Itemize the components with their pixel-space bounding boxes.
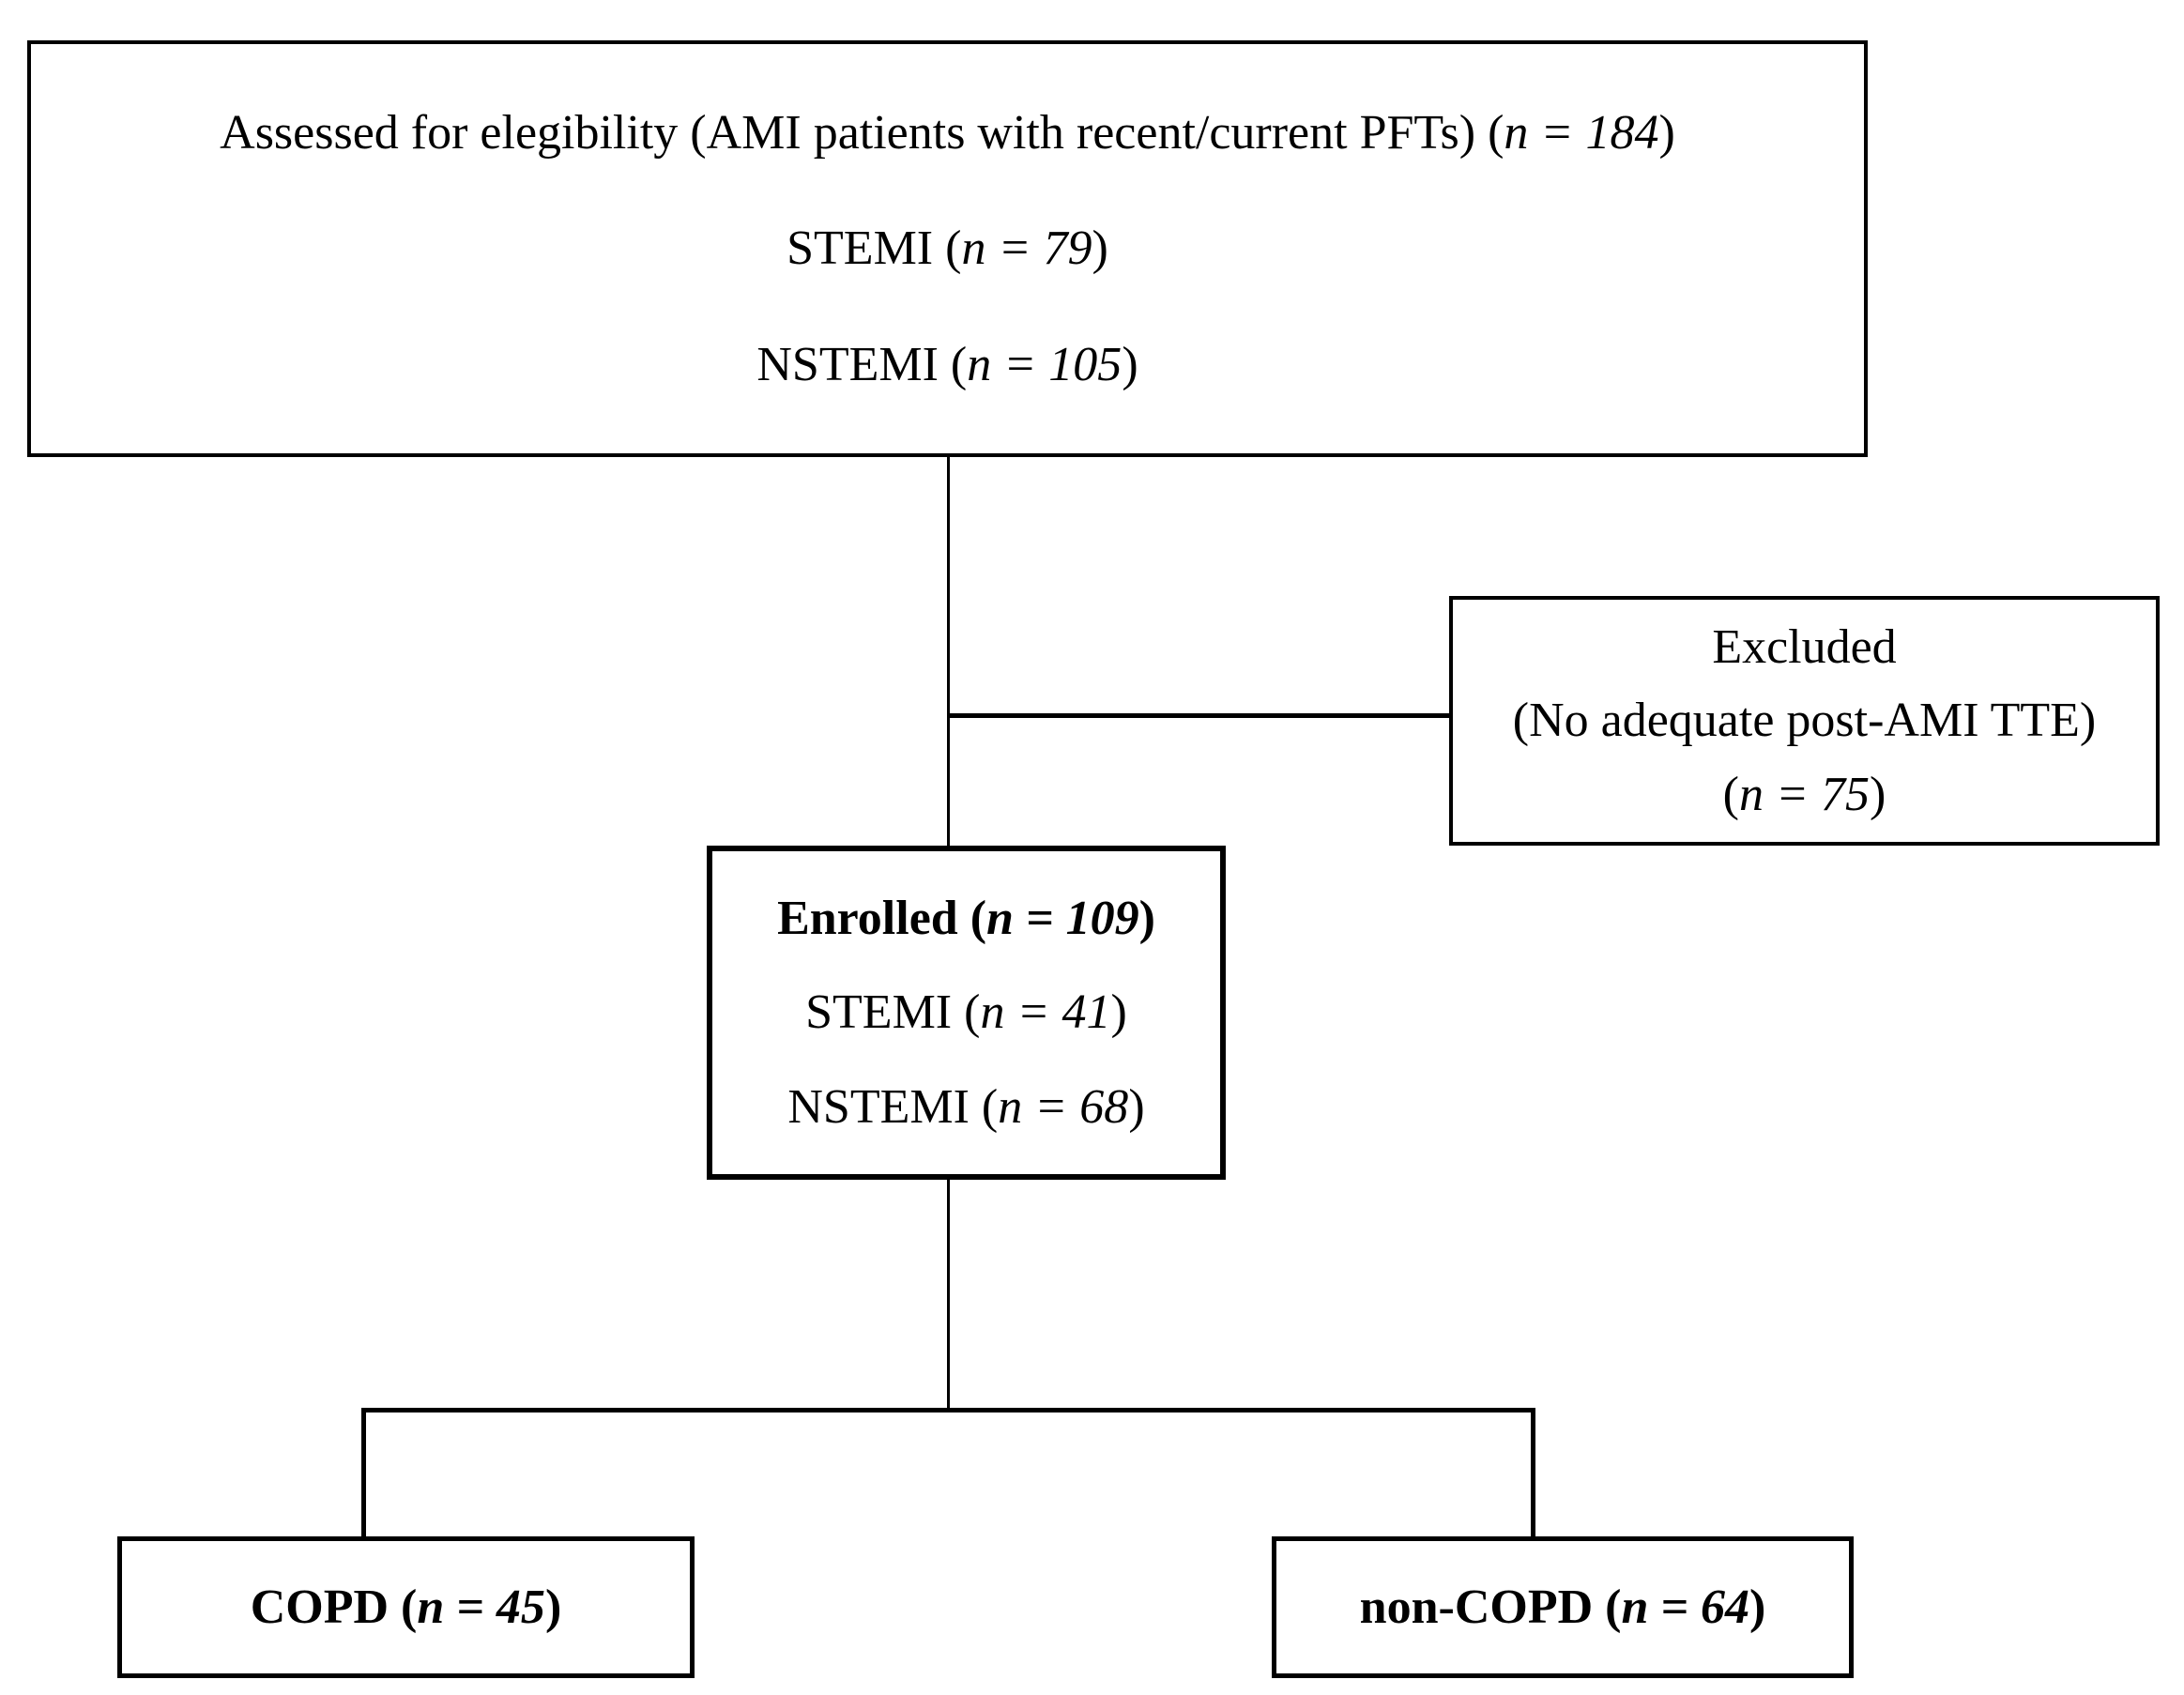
assessed-title: Assessed for elegibility (AMI patients w… <box>220 106 1675 160</box>
excluded-reason: (No adequate post-AMI TTE) <box>1512 694 2097 748</box>
assessed-nstemi-count: NSTEMI (n = 105) <box>756 337 1138 391</box>
connector-branch-to-copd <box>361 1408 366 1538</box>
enrolled-stemi-count: STEMI (n = 41) <box>805 985 1127 1040</box>
non-copd-box: non-COPD (n = 64) <box>1272 1536 1854 1678</box>
copd-count: COPD (n = 45) <box>250 1580 562 1634</box>
assessed-stemi-count: STEMI (n = 79) <box>787 221 1108 276</box>
connector-branch-to-non-copd <box>1531 1408 1535 1538</box>
assessed-box: Assessed for elegibility (AMI patients w… <box>27 40 1868 457</box>
non-copd-count: non-COPD (n = 64) <box>1359 1580 1766 1634</box>
connector-branch-horizontal <box>361 1408 1535 1412</box>
excluded-count: (n = 75) <box>1722 768 1886 822</box>
excluded-box: Excluded (No adequate post-AMI TTE) (n =… <box>1449 596 2160 846</box>
enrolled-nstemi-count: NSTEMI (n = 68) <box>787 1079 1145 1134</box>
connector-to-excluded <box>948 713 1449 718</box>
excluded-title: Excluded <box>1712 619 1897 674</box>
enrolled-box: Enrolled (n = 109) STEMI (n = 41) NSTEMI… <box>707 846 1226 1180</box>
enrolled-title: Enrolled (n = 109) <box>777 892 1155 946</box>
connector-enrolled-to-branch <box>947 1178 950 1412</box>
connector-assessed-to-enrolled <box>947 457 950 848</box>
copd-box: COPD (n = 45) <box>117 1536 695 1678</box>
